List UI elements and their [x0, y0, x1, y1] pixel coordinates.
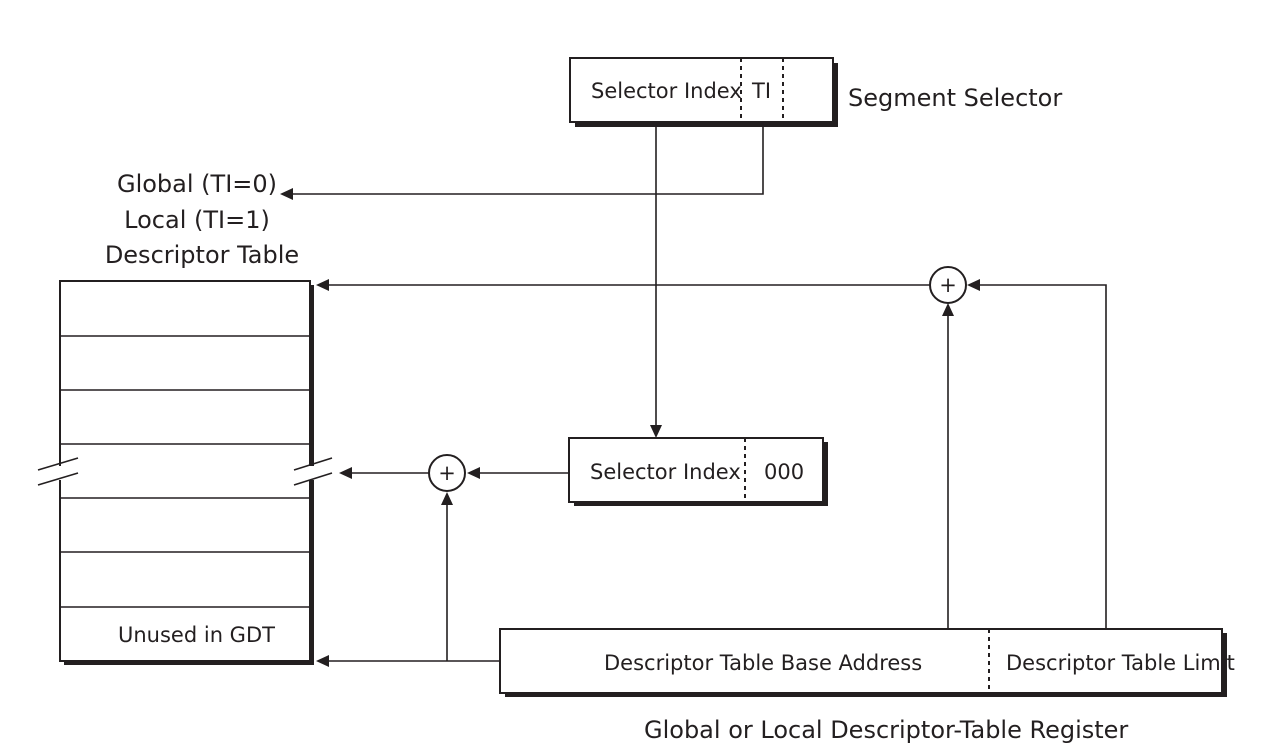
base-to-lower-adder-arrowhead: [441, 492, 453, 505]
limit-field: Descriptor Table Limit: [1006, 651, 1235, 675]
upper-adder: +: [929, 266, 967, 304]
descriptor-table: Unused in GDT: [37, 280, 333, 665]
lower-adder: +: [428, 454, 466, 492]
selector-ti-field: TI: [751, 79, 771, 103]
limit-to-upper-adder-line: [980, 284, 1107, 629]
register-caption: Global or Local Descriptor-Table Registe…: [644, 716, 1128, 744]
lower-adder-symbol: +: [438, 461, 456, 485]
global-ti-label: Global (TI=0): [117, 170, 277, 198]
ti-select-arrowhead: [280, 188, 293, 200]
ti-select-line: [292, 122, 764, 195]
base-address-field: Descriptor Table Base Address: [604, 651, 922, 675]
scaled-index-arrowhead: [467, 467, 480, 479]
segment-selector-box: Selector Index TI: [569, 57, 838, 127]
unused-in-gdt-label: Unused in GDT: [118, 623, 275, 647]
table-break-mark-right: [293, 472, 333, 486]
table-break-mark-right: [293, 457, 333, 471]
base-to-upper-adder-arrowhead: [942, 303, 954, 316]
descriptor-table-title: Descriptor Table: [105, 241, 299, 269]
selector-index-arrowhead: [650, 425, 662, 438]
base-to-table-arrowhead: [316, 655, 329, 667]
segment-selector-caption: Segment Selector: [848, 84, 1062, 112]
selector-index-field: Selector Index: [591, 79, 742, 103]
upper-adder-symbol: +: [939, 273, 957, 297]
table-break-gap-right: [300, 466, 318, 480]
scaled-selector-index-field: Selector Index: [590, 460, 741, 484]
upper-adder-output-arrowhead: [316, 279, 329, 291]
descriptor-table-register: Descriptor Table Base Address Descriptor…: [499, 628, 1235, 697]
scaled-zeros-field: 000: [764, 460, 804, 484]
local-ti-label: Local (TI=1): [124, 206, 270, 234]
lower-adder-output-arrowhead: [339, 467, 352, 479]
limit-to-upper-adder-arrowhead: [967, 279, 980, 291]
scaled-index-box: Selector Index 000: [568, 437, 828, 506]
table-break-mark-left: [37, 457, 79, 471]
table-break-mark-left: [37, 472, 79, 486]
